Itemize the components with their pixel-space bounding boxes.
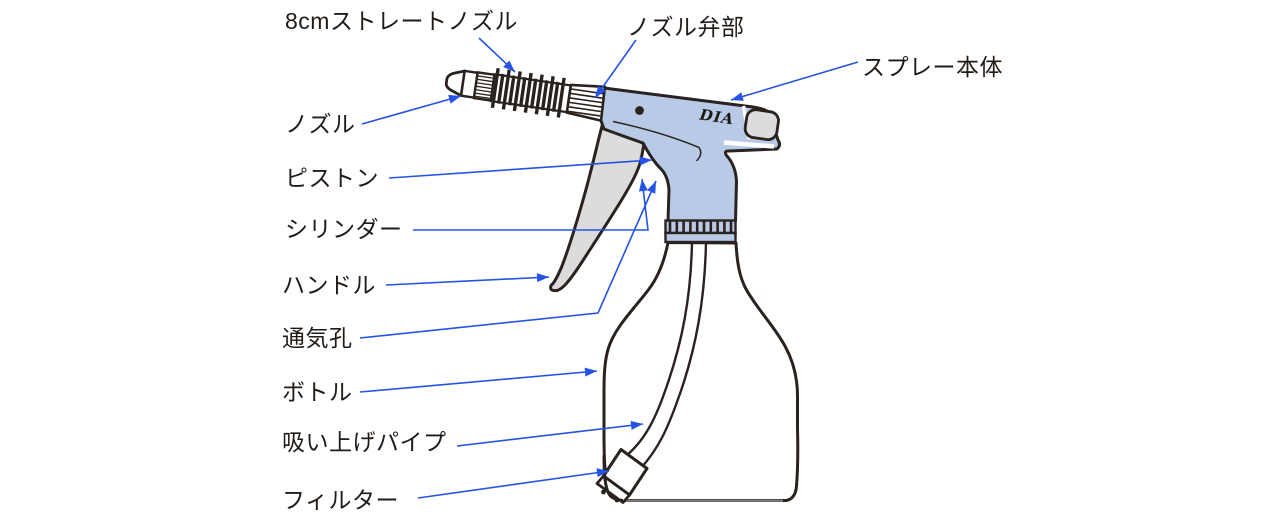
nozzle-valve-threads: [567, 88, 604, 117]
filter-contact-dot-left: [601, 489, 606, 495]
body-end-cap: [743, 108, 780, 142]
dia-logo: DIA: [698, 105, 736, 128]
nozzle-valve-block: [565, 83, 607, 122]
leader-cylinder: [413, 178, 649, 231]
leader-vent-hole: [359, 180, 657, 339]
label-straight-nozzle: 8cmストレートノズル: [285, 8, 518, 34]
label-nozzle: ノズル: [285, 111, 356, 137]
label-filter: フィルター: [282, 487, 400, 513]
body-screw-dot: [635, 106, 644, 115]
suction-pipe-line-left: [625, 241, 694, 457]
leader-piston: [388, 156, 653, 179]
label-suction-pipe: 吸い上げパイプ: [282, 429, 447, 455]
trigger-handle: [549, 124, 646, 293]
straight-nozzle-ribs: [490, 68, 566, 118]
leader-filter: [417, 468, 610, 499]
leader-spray-body: [730, 61, 859, 101]
suction-pipe-line-right: [640, 241, 708, 469]
body-panel-seam: [612, 120, 702, 162]
cap-ring-band: [664, 231, 737, 244]
label-cylinder: シリンダー: [285, 216, 403, 242]
bottle-outline: [602, 241, 800, 502]
spray-body-shape: [598, 86, 781, 223]
filter-contact-dot-right: [614, 497, 620, 503]
nozzle-collar-threads: [475, 75, 494, 100]
leader-straight-nozzle: [478, 37, 516, 73]
label-bottle: ボトル: [282, 379, 353, 405]
leader-bottle: [359, 367, 598, 393]
label-spray-body: スプレー本体: [862, 54, 1003, 80]
nozzle-assembly: [444, 68, 607, 122]
nozzle-tip: [444, 69, 467, 98]
body-cap-seam-bottom: [723, 140, 775, 149]
label-piston: ピストン: [285, 165, 379, 191]
label-vent-hole: 通気孔: [282, 325, 353, 351]
leader-nozzle-valve: [594, 39, 637, 99]
label-nozzle-valve: ノズル弁部: [627, 14, 745, 40]
leader-handle: [385, 273, 550, 286]
label-handle: ハンドル: [282, 272, 376, 298]
leader-nozzle: [361, 94, 462, 125]
cap-ring-ribs: [668, 221, 733, 233]
leader-suction-pipe: [456, 420, 644, 447]
